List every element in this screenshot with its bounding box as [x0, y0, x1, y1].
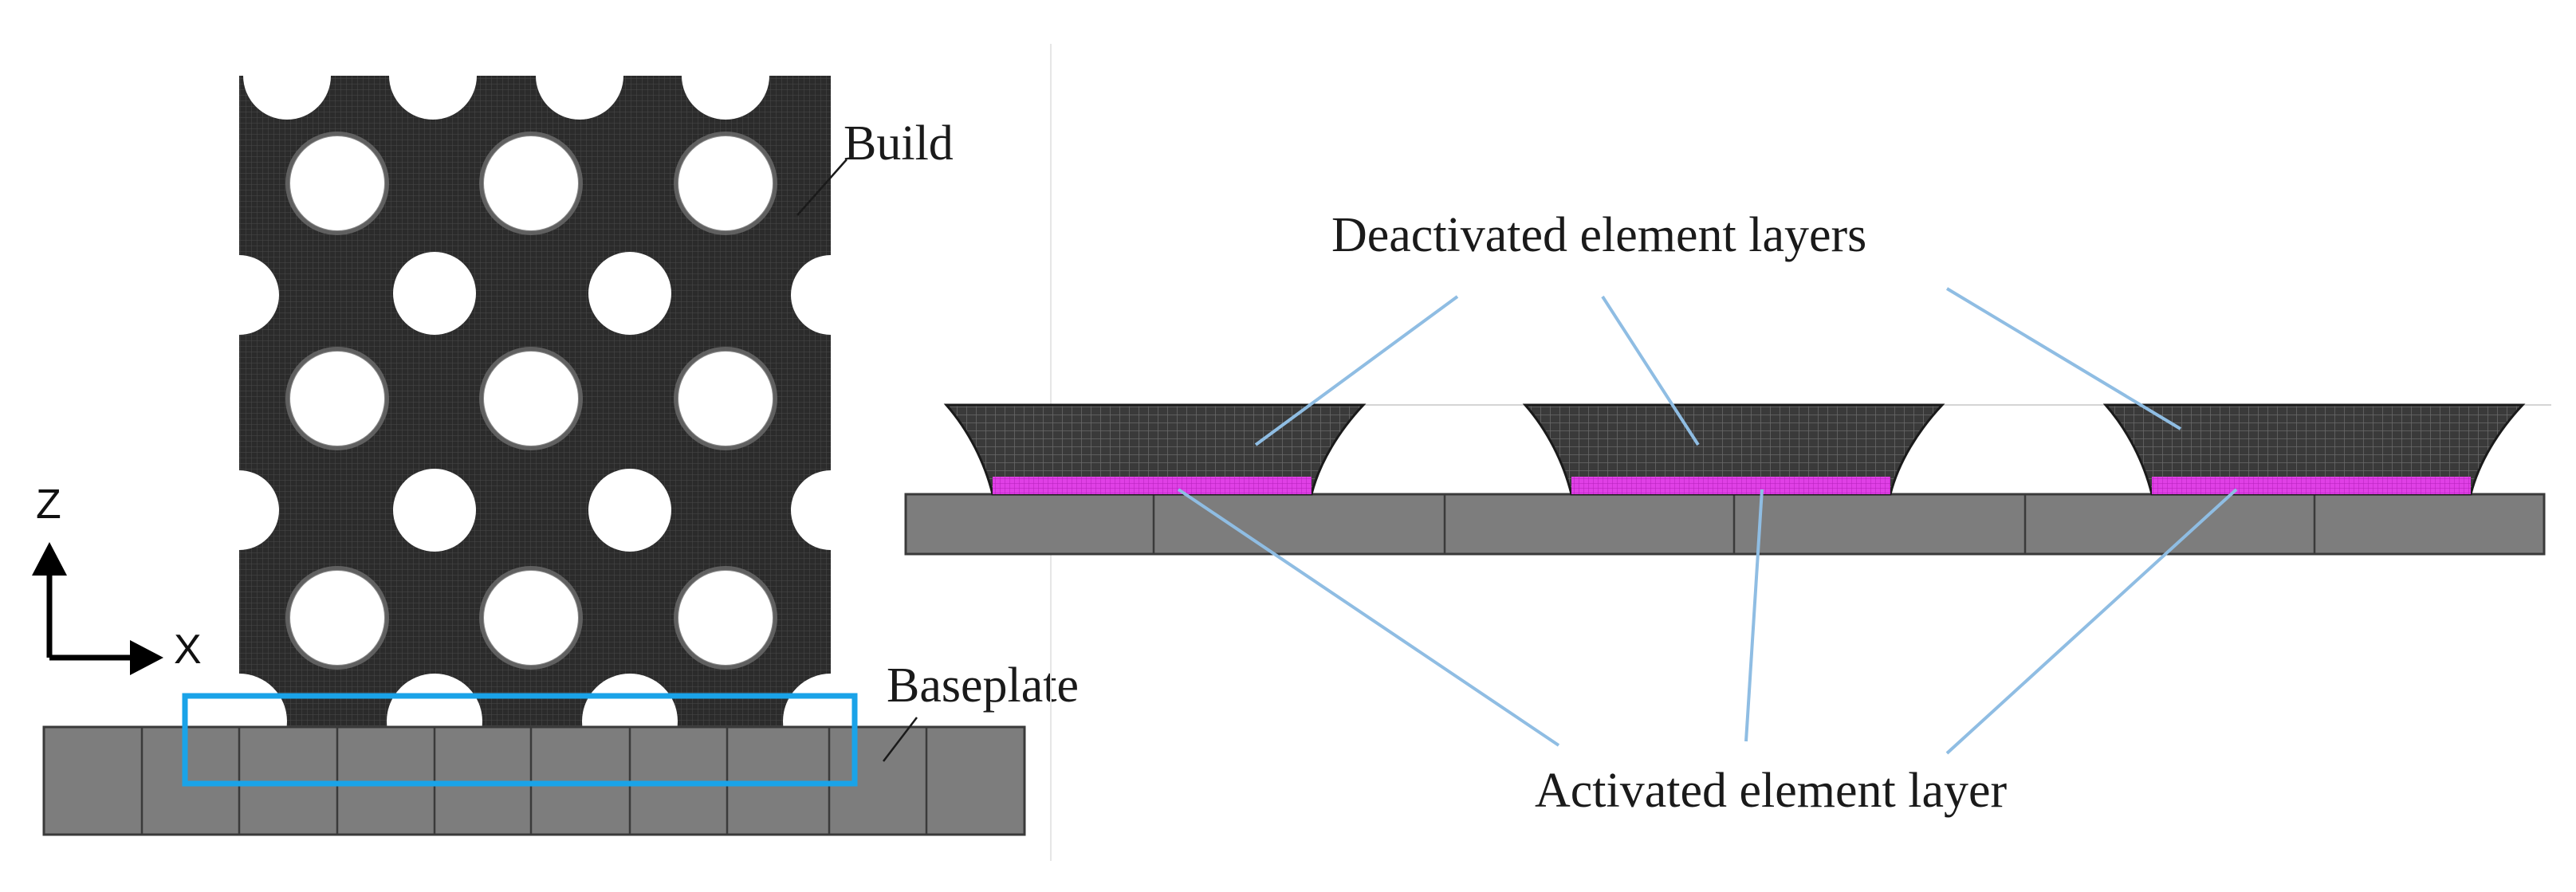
right-baseplate — [904, 493, 2546, 556]
deactivated-layers-label: Deactivated element layers — [1331, 208, 1866, 262]
support-pad-2 — [1522, 403, 1945, 496]
build-label: Build — [844, 116, 954, 171]
activated-layer-3 — [2152, 477, 2471, 494]
z-axis-label: Z — [36, 481, 61, 528]
activated-region-highlight — [182, 693, 858, 787]
activated-layer-label: Activated element layer — [1535, 764, 2008, 818]
baseplate-label: Baseplate — [887, 658, 1079, 713]
deactivated-leader-lines — [1254, 287, 2182, 446]
right-panel: Deactivated element layers Activated ele… — [904, 208, 2551, 818]
build-leader-line — [796, 159, 848, 216]
activated-layer-1 — [993, 477, 1312, 494]
support-pad-3 — [2102, 403, 2526, 496]
axis-triad: Z X — [32, 481, 202, 675]
activated-leader-lines — [1177, 488, 2238, 755]
activated-layer-2 — [1571, 477, 1890, 494]
lattice-build — [239, 76, 831, 757]
left-panel: Build Baseplate Z X — [32, 76, 1079, 836]
x-axis-label: X — [174, 627, 202, 673]
baseplate-leader-line — [883, 717, 918, 762]
support-pad-1 — [943, 403, 1367, 496]
